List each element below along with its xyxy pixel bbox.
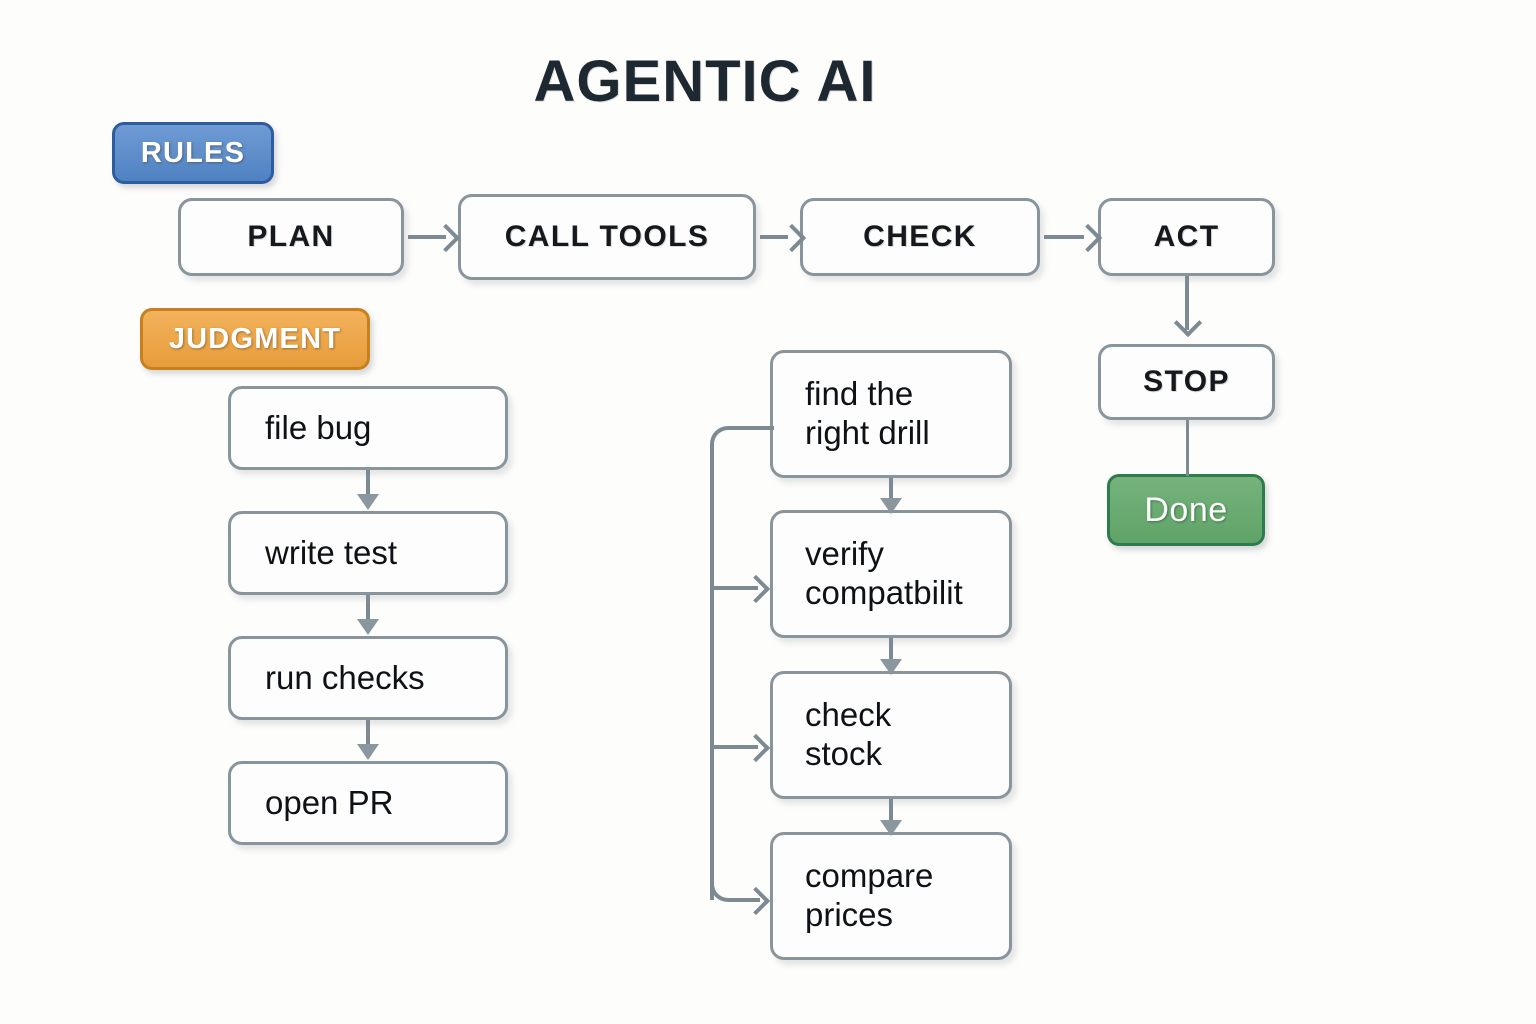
connector-act-to-stop xyxy=(1185,276,1189,330)
bus-corner-top xyxy=(710,426,740,456)
stage-label-plan: PLAN xyxy=(247,220,335,254)
arrowhead-plan-to-call-tools xyxy=(431,223,461,253)
arrowhead-drill-to-verify xyxy=(880,498,902,514)
task-label-file-bug: file bug xyxy=(265,408,372,446)
badge-judgment: JUDGMENT xyxy=(140,308,370,370)
badge-done: Done xyxy=(1107,474,1265,546)
connector-stop-to-done xyxy=(1186,420,1189,476)
bus-branch-to-check-stock xyxy=(712,745,758,749)
task-box-open-pr[interactable]: open PR xyxy=(228,761,508,845)
task-box-write-test[interactable]: write test xyxy=(228,511,508,595)
bus-branch-to-verify xyxy=(712,586,758,590)
connector-run-checks-to-open-pr xyxy=(366,720,370,748)
connector-plan-to-call-tools xyxy=(408,235,446,239)
arrowhead-write-test-to-run-checks xyxy=(357,619,379,635)
connector-file-bug-to-write-test xyxy=(366,470,370,498)
task-box-compare-prices[interactable]: compare prices xyxy=(770,832,1012,960)
stage-box-check[interactable]: CHECK xyxy=(800,198,1040,276)
stage-label-act: ACT xyxy=(1153,220,1220,254)
task-box-check-stock[interactable]: check stock xyxy=(770,671,1012,799)
stage-label-call-tools: CALL TOOLS xyxy=(504,220,710,254)
arrowhead-bus-to-compare-prices xyxy=(741,886,771,916)
bus-branch-to-compare-prices xyxy=(736,898,760,902)
arrowhead-bus-to-check-stock xyxy=(741,733,771,763)
stage-box-stop[interactable]: STOP xyxy=(1098,344,1275,420)
task-label-write-test: write test xyxy=(265,533,398,571)
task-box-find-the-right-drill[interactable]: find the right drill xyxy=(770,350,1012,478)
task-box-run-checks[interactable]: run checks xyxy=(228,636,508,720)
connector-check-to-act xyxy=(1044,235,1084,239)
badge-rules: RULES xyxy=(112,122,274,184)
connector-drill-to-verify xyxy=(889,478,893,504)
arrowhead-file-bug-to-write-test xyxy=(357,494,379,510)
arrowhead-check-stock-to-compare-prices xyxy=(880,820,902,836)
page-title: AGENTIC AI xyxy=(533,49,877,114)
connector-write-test-to-run-checks xyxy=(366,595,370,623)
task-box-verify-compatibility[interactable]: verify compatbilit xyxy=(770,510,1012,638)
stage-box-act[interactable]: ACT xyxy=(1098,198,1275,276)
task-label-find-the-right-drill: find the right drill xyxy=(805,375,930,451)
stage-label-stop: STOP xyxy=(1143,365,1230,399)
bus-corner-bottom xyxy=(710,872,740,902)
task-label-run-checks: run checks xyxy=(265,658,425,696)
arrowhead-verify-to-check-stock xyxy=(880,659,902,675)
arrowhead-bus-to-verify xyxy=(741,574,771,604)
stage-label-check: CHECK xyxy=(863,220,977,254)
stage-box-plan[interactable]: PLAN xyxy=(178,198,404,276)
connector-call-tools-to-check xyxy=(760,235,788,239)
connector-check-stock-to-compare-prices xyxy=(889,799,893,826)
bus-stub-from-find-the-right-drill xyxy=(736,426,774,430)
stage-box-call-tools[interactable]: CALL TOOLS xyxy=(458,194,756,280)
arrowhead-run-checks-to-open-pr xyxy=(357,744,379,760)
task-label-verify-compatibility: verify compatbilit xyxy=(805,535,963,611)
connector-verify-to-check-stock xyxy=(889,638,893,665)
task-label-compare-prices: compare prices xyxy=(805,857,934,933)
task-label-open-pr: open PR xyxy=(265,783,394,821)
bus-trunk-vertical xyxy=(710,450,714,900)
task-box-file-bug[interactable]: file bug xyxy=(228,386,508,470)
task-label-check-stock: check stock xyxy=(805,696,892,772)
arrowhead-act-to-stop xyxy=(1173,308,1203,338)
